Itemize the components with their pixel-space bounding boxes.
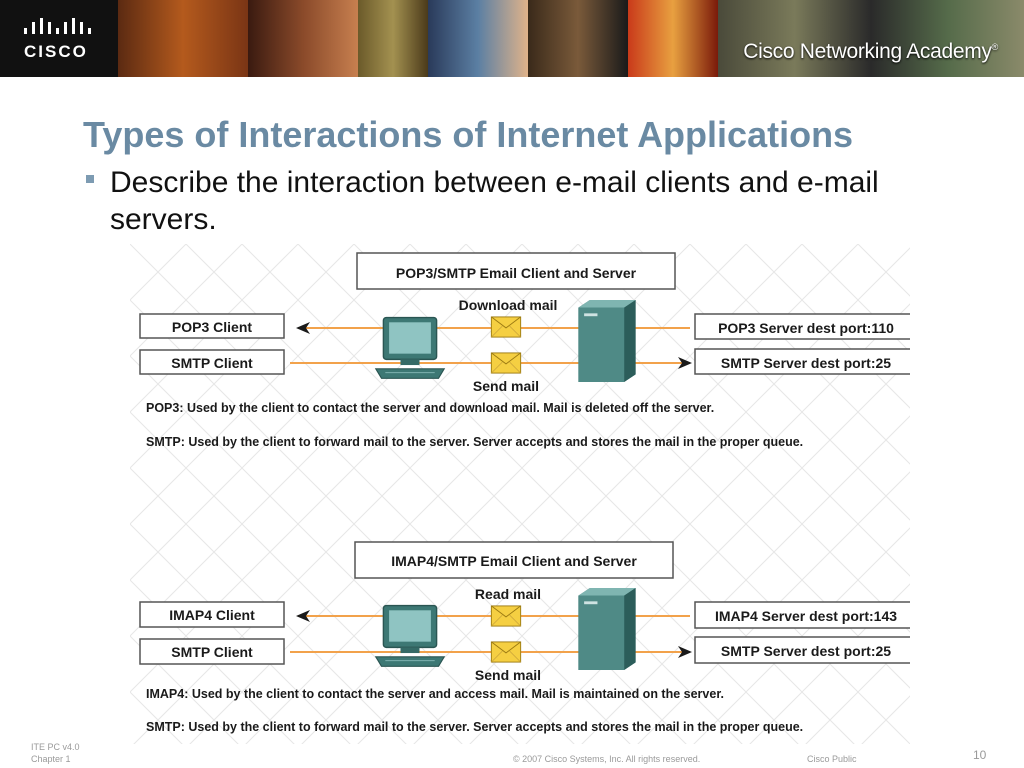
imap4-client-box xyxy=(139,601,285,628)
pop3-client-label: POP3 Client xyxy=(172,319,252,335)
smtp-description: SMTP: Used by the client to forward mail… xyxy=(146,720,803,734)
footer-chapter: Chapter 1 xyxy=(31,754,71,764)
envelope-icon xyxy=(490,352,522,374)
pop3-smtp-diagram: POP3/SMTP Email Client and Server POP3 C… xyxy=(139,252,910,449)
smtp-server-label: SMTP Server dest port:25 xyxy=(721,643,891,659)
bullet-text: Describe the interaction between e-mail … xyxy=(110,166,879,236)
imap4-client-label: IMAP4 Client xyxy=(169,607,255,623)
diagram2-title: IMAP4/SMTP Email Client and Server xyxy=(391,553,637,569)
imap4-server-label: IMAP4 Server dest port:143 xyxy=(715,608,897,624)
pop3-description: POP3: Used by the client to contact the … xyxy=(146,401,714,415)
banner-photo-strip xyxy=(118,0,1024,77)
footer-course: ITE PC v4.0 xyxy=(31,742,80,752)
smtp-server-box xyxy=(694,348,910,375)
send-mail-caption: Send mail xyxy=(475,667,541,683)
cisco-logo-bars-icon xyxy=(24,18,91,34)
footer-copyright: © 2007 Cisco Systems, Inc. All rights re… xyxy=(513,754,701,764)
cisco-logo: CISCO xyxy=(0,0,118,77)
email-interaction-diagram: POP3/SMTP Email Client and Server POP3 C… xyxy=(130,244,910,744)
slide-title: Types of Interactions of Internet Applic… xyxy=(83,114,854,155)
academy-name: Cisco Networking Academy® xyxy=(743,40,998,63)
mail-server-icon xyxy=(578,588,636,670)
send-mail-caption: Send mail xyxy=(473,378,539,394)
client-computer-icon xyxy=(375,604,445,668)
smtp-server-box xyxy=(694,636,910,664)
bullet-marker-icon xyxy=(86,175,94,183)
cisco-wordmark: CISCO xyxy=(24,42,88,61)
pop3-server-label: POP3 Server dest port:110 xyxy=(718,320,894,336)
imap4-smtp-diagram: IMAP4/SMTP Email Client and Server IMAP4… xyxy=(139,541,910,734)
envelope-icon xyxy=(490,316,522,338)
client-computer-icon xyxy=(375,316,445,380)
envelope-icon xyxy=(490,605,522,627)
footer-classification: Cisco Public xyxy=(807,754,857,764)
smtp-client-label: SMTP Client xyxy=(171,644,253,660)
pop3-client-box xyxy=(139,313,285,339)
diagram2-title-box xyxy=(354,541,674,579)
mail-server-icon xyxy=(578,300,636,382)
smtp-client-label: SMTP Client xyxy=(171,355,253,371)
smtp-client-box xyxy=(139,349,285,375)
imap4-description: IMAP4: Used by the client to contact the… xyxy=(146,687,724,701)
diagram1-title-box xyxy=(356,252,676,290)
smtp-description: SMTP: Used by the client to forward mail… xyxy=(146,435,803,449)
header-banner: CISCO Cisco Networking Academy® xyxy=(0,0,1024,77)
read-mail-caption: Read mail xyxy=(475,586,541,602)
diagram1-title: POP3/SMTP Email Client and Server xyxy=(396,265,637,281)
page-number: 10 xyxy=(973,748,987,762)
envelope-icon xyxy=(490,641,522,663)
smtp-server-label: SMTP Server dest port:25 xyxy=(721,355,891,371)
imap4-server-box xyxy=(694,601,910,629)
footer-course-info: ITE PC v4.0 Chapter 1 xyxy=(31,741,80,765)
smtp-client-box xyxy=(139,638,285,665)
pop3-server-box xyxy=(694,313,910,340)
download-mail-caption: Download mail xyxy=(459,297,558,313)
